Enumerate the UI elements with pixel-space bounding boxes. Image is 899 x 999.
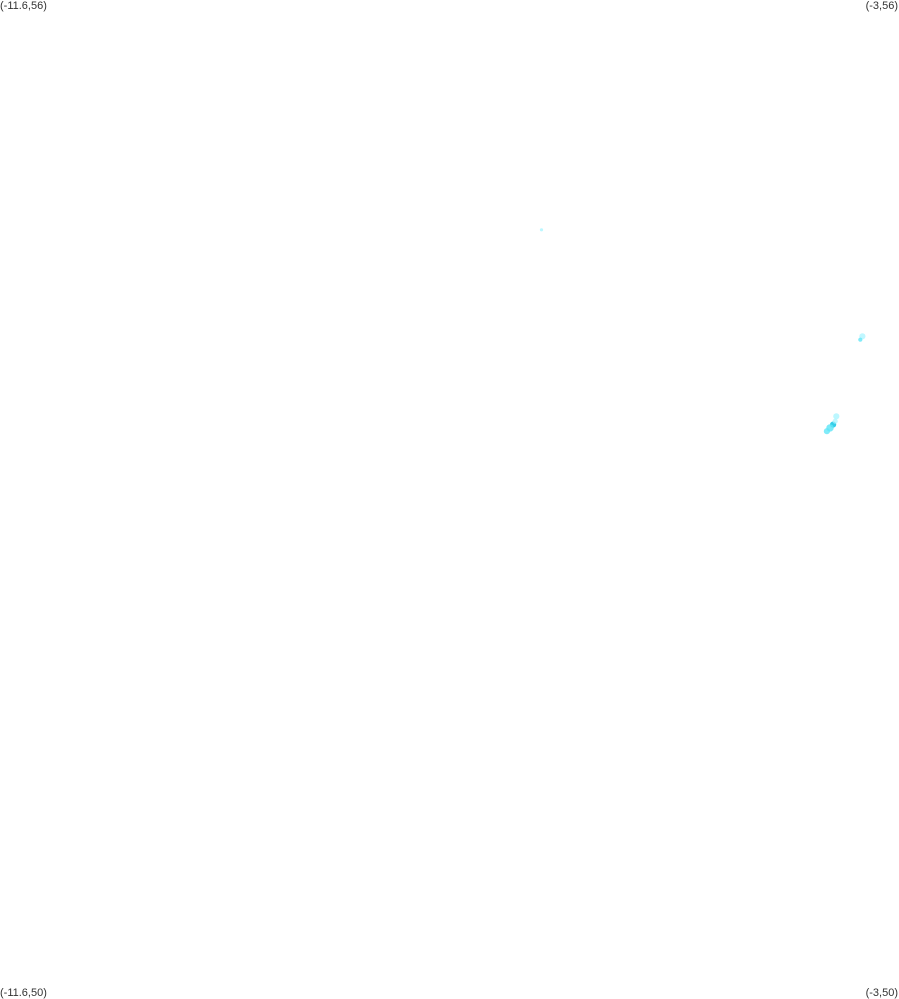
corner-label-bottom-left: (-11.6,50) bbox=[0, 987, 47, 999]
corner-label-top-right: (-3,56) bbox=[865, 0, 898, 12]
map-point-7 bbox=[832, 418, 838, 424]
map-point-2 bbox=[858, 337, 863, 342]
corner-label-top-left: (-11.6,56) bbox=[0, 0, 47, 12]
map-point-0 bbox=[539, 228, 544, 232]
map-point-3 bbox=[833, 413, 840, 420]
map-point-6 bbox=[823, 428, 831, 435]
corner-label-bottom-right: (-3,50) bbox=[865, 987, 898, 999]
